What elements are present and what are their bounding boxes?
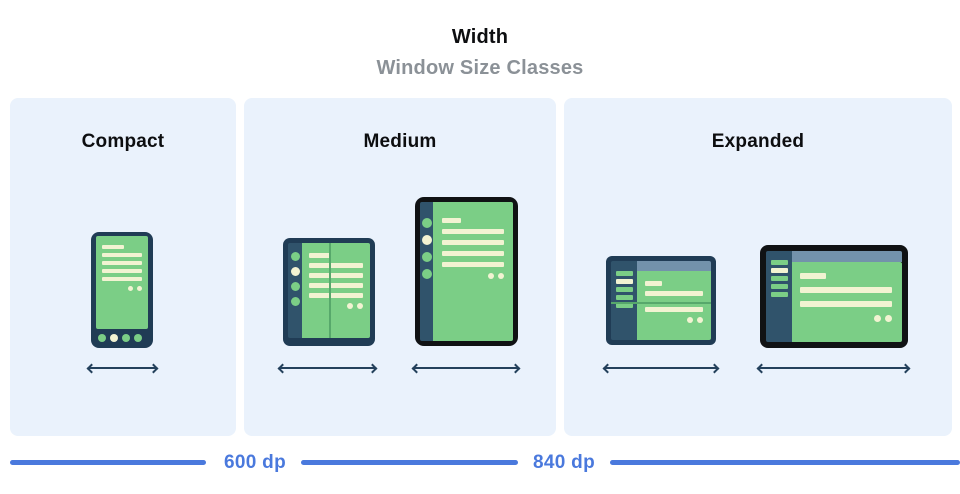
phone-illustration [91, 232, 153, 348]
panel-compact: Compact [10, 98, 236, 436]
panel-title-medium: Medium [363, 131, 437, 152]
content-line [102, 277, 142, 281]
content-dots [309, 303, 363, 309]
content-dots [102, 286, 142, 291]
content-line [442, 251, 504, 256]
menu-bar [770, 260, 788, 265]
content-dots [645, 317, 703, 323]
content-line-short [102, 245, 124, 249]
tablet-portrait-illustration [415, 197, 518, 346]
content-line [309, 283, 363, 288]
nav-rail [288, 243, 302, 338]
desktop-illustration [760, 245, 908, 348]
menu-bar [770, 276, 788, 281]
device-main-area [792, 251, 902, 342]
width-arrow-icon [413, 367, 519, 369]
content-line [800, 301, 892, 307]
menu-bar [615, 279, 633, 284]
axis-line-segment [610, 460, 960, 465]
panel-medium: Medium [244, 98, 556, 436]
panel-title-compact: Compact [81, 131, 165, 152]
menu-bar [615, 271, 633, 276]
fold-line-horizontal [611, 302, 711, 304]
content-line [442, 240, 504, 245]
axis-line-segment [301, 460, 518, 465]
tablet-screen [433, 202, 513, 341]
rail-dot [290, 297, 300, 306]
device-main-area [637, 261, 711, 340]
menu-bar [615, 287, 633, 292]
app-topbar [637, 261, 711, 271]
menu-bar [770, 292, 788, 297]
content-line [800, 287, 892, 293]
axis-line-segment [10, 460, 206, 465]
rail-dot [421, 235, 432, 245]
nav-drawer [611, 261, 637, 340]
breakpoint-840-label: 840 dp [533, 452, 595, 473]
rail-dot [421, 252, 432, 262]
content-dots [442, 273, 504, 279]
menu-bar [770, 268, 788, 273]
content-dot [128, 286, 133, 291]
menu-bar [770, 284, 788, 289]
app-topbar [792, 251, 902, 262]
foldable-open-illustration [283, 238, 375, 346]
panel-title-expanded: Expanded [711, 131, 805, 152]
content-line [309, 273, 363, 278]
content-dot [137, 286, 142, 291]
navbar-dot [110, 333, 118, 342]
content-dot [687, 317, 693, 323]
content-dot [697, 317, 703, 323]
content-dots [800, 315, 892, 322]
width-arrow-icon [88, 367, 157, 369]
foldable-landscape-illustration [606, 256, 716, 345]
panel-expanded: Expanded [564, 98, 952, 436]
nav-rail [420, 202, 433, 341]
content-line [309, 263, 363, 268]
content-line [442, 229, 504, 234]
fold-line-vertical [329, 243, 332, 338]
rail-dot [421, 218, 432, 228]
content-line [442, 262, 504, 267]
rail-dot [290, 252, 300, 261]
breakpoint-600-label: 600 dp [224, 452, 286, 473]
content-line-short [309, 253, 330, 258]
navbar-dot [98, 333, 106, 342]
content-dot [885, 315, 892, 322]
nav-drawer [766, 251, 792, 342]
rail-dot [290, 267, 300, 276]
width-arrow-icon [604, 367, 718, 369]
content-dot [874, 315, 881, 322]
foldable-landscape-screen [637, 271, 711, 340]
content-dot [347, 303, 353, 309]
rail-dot [421, 269, 432, 279]
content-dot [357, 303, 363, 309]
phone-navbar [96, 329, 148, 348]
diagram-header: Width Window Size Classes [0, 26, 960, 80]
content-line [645, 291, 703, 296]
desktop-screen [792, 262, 902, 342]
page-subtitle: Window Size Classes [376, 57, 584, 79]
content-line [102, 269, 142, 273]
rail-dot [290, 282, 300, 291]
page-title: Width [451, 26, 509, 48]
content-line-short [645, 281, 663, 286]
content-line-short [800, 273, 826, 279]
menu-bar [615, 303, 633, 308]
content-line [102, 261, 142, 265]
content-dot [488, 273, 494, 279]
phone-screen [96, 236, 148, 329]
content-line [645, 307, 703, 312]
content-line-short [442, 218, 461, 223]
content-line [309, 293, 363, 298]
width-arrow-icon [279, 367, 376, 369]
navbar-dot [134, 333, 142, 342]
navbar-dot [122, 333, 130, 342]
width-arrow-icon [758, 367, 909, 369]
menu-bar [615, 295, 633, 300]
content-dot [498, 273, 504, 279]
content-line [102, 253, 142, 257]
foldable-screen [302, 243, 370, 338]
